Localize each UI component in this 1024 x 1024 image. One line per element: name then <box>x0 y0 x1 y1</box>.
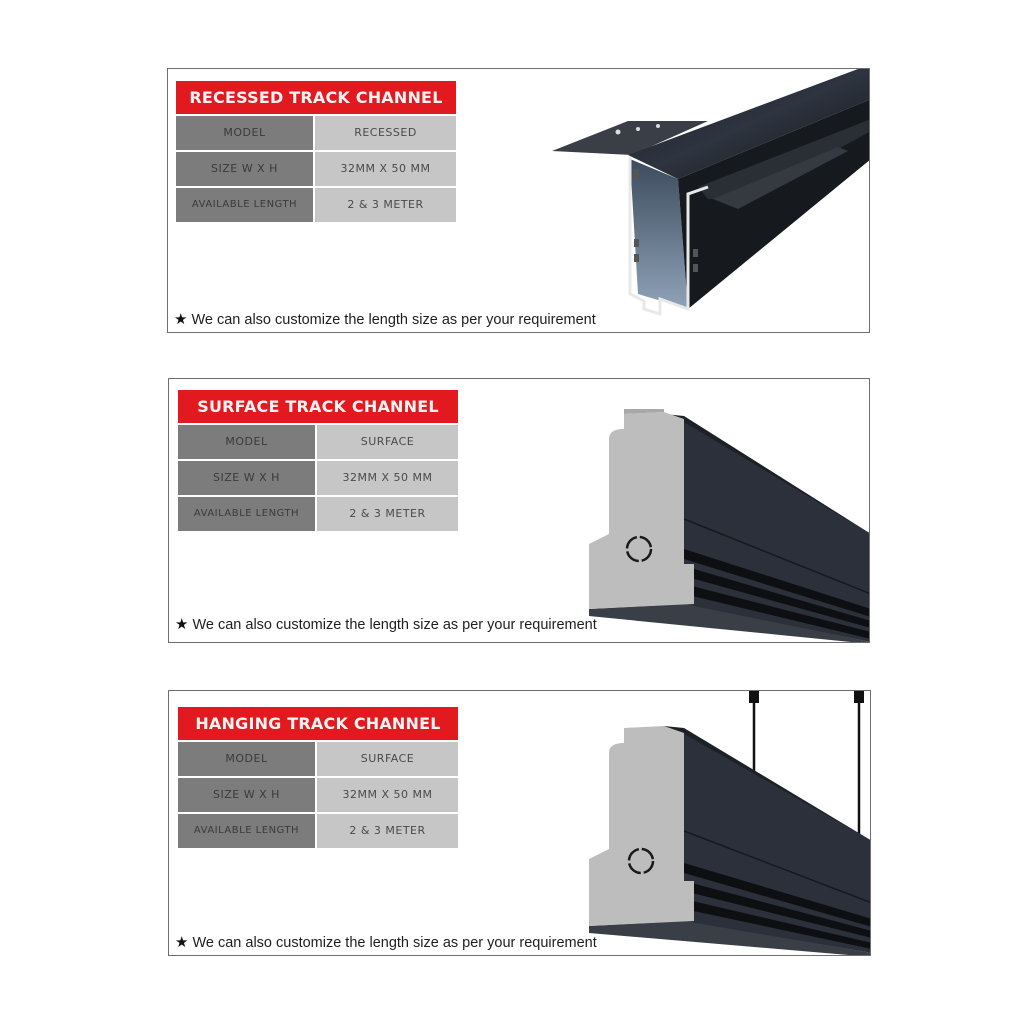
recessed-track-channel-image <box>552 69 869 317</box>
spec-value: 32MM X 50 MM <box>317 778 458 812</box>
spec-key: SIZE W X H <box>178 461 315 495</box>
table-row: SIZE W X H 32MM X 50 MM <box>178 778 458 812</box>
star-icon: ★ <box>174 311 188 328</box>
spec-key: MODEL <box>178 742 315 776</box>
hanging-spec-table: HANGING TRACK CHANNEL MODEL SURFACE SIZE… <box>178 707 458 848</box>
spec-value: 32MM X 50 MM <box>315 152 456 186</box>
surface-track-channel-image <box>589 409 869 642</box>
customization-note: ★We can also customize the length size a… <box>174 311 596 328</box>
surface-spec-table: SURFACE TRACK CHANNEL MODEL SURFACE SIZE… <box>178 390 458 531</box>
table-row: MODEL SURFACE <box>178 425 458 459</box>
spec-key: MODEL <box>178 425 315 459</box>
table-row: SIZE W X H 32MM X 50 MM <box>176 152 456 186</box>
spec-value: 2 & 3 METER <box>317 497 458 531</box>
spec-value: 2 & 3 METER <box>315 188 456 222</box>
table-row: SIZE W X H 32MM X 50 MM <box>178 461 458 495</box>
spec-value: 32MM X 50 MM <box>317 461 458 495</box>
hanging-track-channel-panel: HANGING TRACK CHANNEL MODEL SURFACE SIZE… <box>168 690 871 956</box>
panel-title: HANGING TRACK CHANNEL <box>178 707 458 740</box>
spec-value: 2 & 3 METER <box>317 814 458 848</box>
hanging-track-channel-image <box>589 691 870 955</box>
panel-title: RECESSED TRACK CHANNEL <box>176 81 456 114</box>
customization-note: ★We can also customize the length size a… <box>175 934 597 951</box>
table-row: AVAILABLE LENGTH 2 & 3 METER <box>178 814 458 848</box>
table-row: AVAILABLE LENGTH 2 & 3 METER <box>176 188 456 222</box>
customization-note: ★We can also customize the length size a… <box>175 616 597 633</box>
spec-key: AVAILABLE LENGTH <box>178 497 315 531</box>
spec-value: SURFACE <box>317 742 458 776</box>
spec-value: RECESSED <box>315 116 456 150</box>
surface-track-channel-panel: SURFACE TRACK CHANNEL MODEL SURFACE SIZE… <box>168 378 870 643</box>
table-row: MODEL RECESSED <box>176 116 456 150</box>
recessed-spec-table: RECESSED TRACK CHANNEL MODEL RECESSED SI… <box>176 81 456 222</box>
star-icon: ★ <box>175 934 189 951</box>
spec-key: SIZE W X H <box>178 778 315 812</box>
spec-key: MODEL <box>176 116 313 150</box>
spec-value: SURFACE <box>317 425 458 459</box>
table-row: MODEL SURFACE <box>178 742 458 776</box>
table-row: AVAILABLE LENGTH 2 & 3 METER <box>178 497 458 531</box>
spec-key: SIZE W X H <box>176 152 313 186</box>
recessed-track-channel-panel: RECESSED TRACK CHANNEL MODEL RECESSED SI… <box>167 68 870 333</box>
spec-key: AVAILABLE LENGTH <box>176 188 313 222</box>
panel-title: SURFACE TRACK CHANNEL <box>178 390 458 423</box>
spec-key: AVAILABLE LENGTH <box>178 814 315 848</box>
star-icon: ★ <box>175 616 189 633</box>
